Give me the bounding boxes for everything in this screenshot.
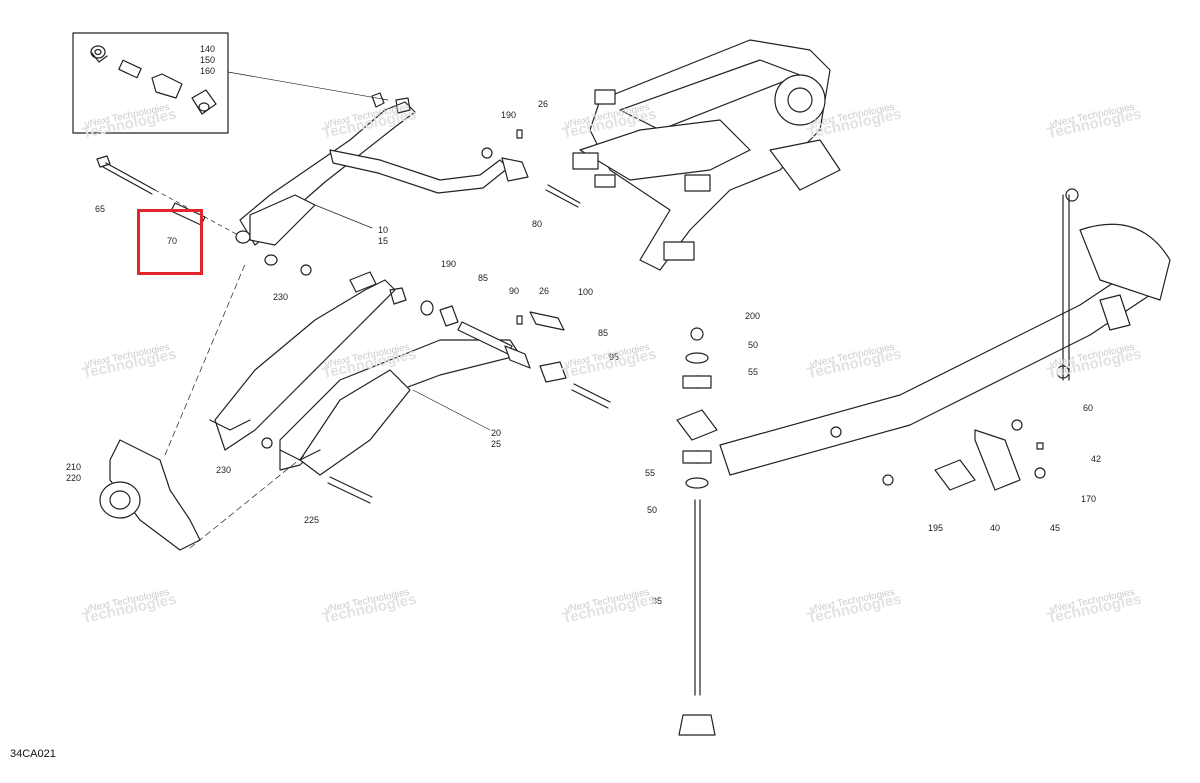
callout-35[interactable]: 35: [652, 596, 663, 606]
callout-150[interactable]: 150: [200, 55, 216, 65]
upper-link-parts: [300, 129, 581, 276]
callout-90[interactable]: 90: [509, 286, 520, 296]
inset-callout-group: 140 150 160: [200, 44, 215, 77]
callout-85[interactable]: 85: [478, 273, 489, 283]
callout-50[interactable]: 50: [748, 340, 759, 350]
callout-40[interactable]: 40: [990, 523, 1001, 533]
upper-a-arm-drawing: [235, 92, 509, 266]
callout-225[interactable]: 225: [304, 515, 320, 525]
callout-70[interactable]: 70: [167, 236, 178, 246]
callout-230[interactable]: 230: [216, 465, 232, 475]
lower-a-arm-drawing: [209, 271, 521, 476]
sway-bar-drawing: [719, 188, 1171, 476]
callout-45[interactable]: 45: [1050, 523, 1061, 533]
callout-10-15[interactable]: 10 15: [378, 225, 389, 246]
callout-80[interactable]: 80: [532, 219, 543, 229]
knuckle-drawing: [99, 261, 306, 551]
callout-95[interactable]: 95: [609, 352, 620, 362]
callout-85[interactable]: 85: [598, 328, 609, 338]
callout-195[interactable]: 195: [928, 523, 944, 533]
callout-42[interactable]: 42: [1091, 454, 1102, 464]
sway-bar-link-drawing: [676, 327, 718, 736]
callout-170[interactable]: 170: [1081, 494, 1097, 504]
callout-230[interactable]: 230: [273, 292, 289, 302]
highlight-frame: [137, 209, 203, 275]
callout-210-220[interactable]: 210 220: [66, 462, 82, 483]
callout-60[interactable]: 60: [1083, 403, 1094, 413]
diagram-id: 34CA021: [10, 748, 56, 760]
callout-55[interactable]: 55: [645, 468, 656, 478]
callout-160[interactable]: 160: [200, 66, 216, 76]
callout-190[interactable]: 190: [441, 259, 457, 269]
callout-26[interactable]: 26: [538, 99, 549, 109]
callout-20-25[interactable]: 20 25: [491, 428, 502, 449]
clamp-parts-drawing: [830, 419, 1046, 491]
callout-140[interactable]: 140: [200, 44, 216, 54]
callout-65[interactable]: 65: [95, 204, 106, 214]
callout-200[interactable]: 200: [745, 311, 761, 321]
callout-100[interactable]: 100: [578, 287, 594, 297]
callout-26[interactable]: 26: [539, 286, 550, 296]
callout-50[interactable]: 50: [647, 505, 658, 515]
callout-55[interactable]: 55: [748, 367, 759, 377]
bushing-inset: [72, 32, 389, 134]
lower-link-parts: [327, 300, 611, 504]
subframe-drawing: [572, 39, 841, 271]
callout-190[interactable]: 190: [501, 110, 517, 120]
